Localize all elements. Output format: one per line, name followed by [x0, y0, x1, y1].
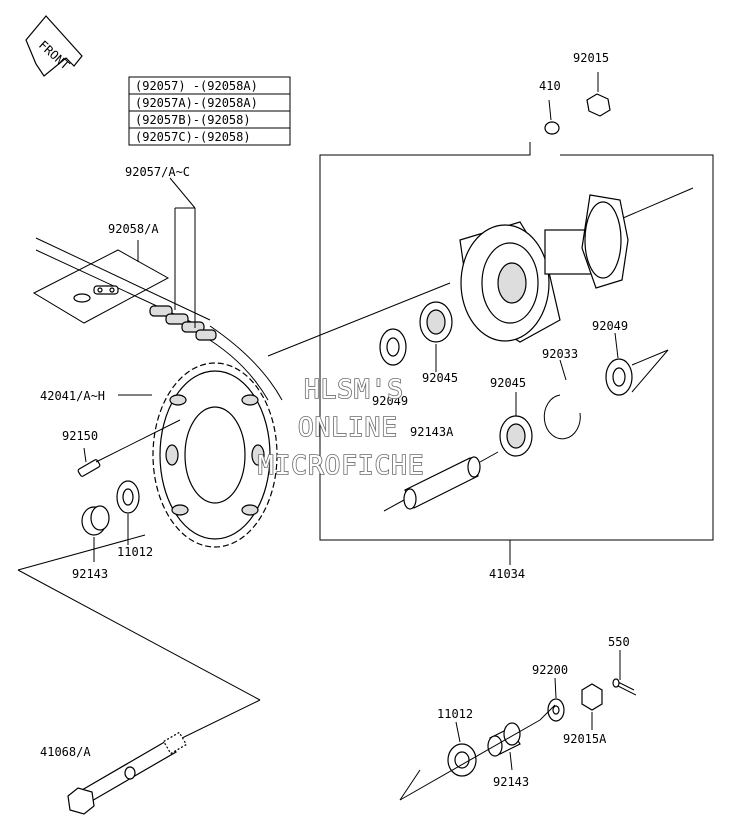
part-label-42041: 42041/A~H	[40, 389, 105, 403]
part-label-92150: 92150	[62, 429, 98, 443]
part-label-92058: 92058/A	[108, 222, 159, 236]
part-label-92200: 92200	[532, 663, 568, 677]
part-label-92057: 92057/A~C	[125, 165, 190, 179]
rear-sprocket-icon	[152, 362, 278, 548]
drive-chain	[32, 207, 283, 401]
part-label-92143A: 92143A	[410, 425, 454, 439]
part-label-410: 410	[539, 79, 561, 93]
part-label-11012-left: 11012	[117, 545, 153, 559]
chain-links-icon	[149, 305, 217, 341]
part-label-92143-left: 92143	[72, 567, 108, 581]
part-label-92045-lower: 92045	[490, 376, 526, 390]
watermark-line-3: MICROFICHE	[258, 451, 425, 481]
watermark-line-2: ONLINE	[298, 413, 398, 443]
axle-washer-icon	[547, 698, 565, 722]
link-reference-table: (92057) -(92058A) (92057A)-(92058A) (920…	[128, 76, 291, 146]
hub-spacer-icon	[383, 451, 499, 512]
right-oil-seal-icon	[605, 349, 669, 396]
part-label-92045-upper: 92045	[422, 371, 458, 385]
part-label-11012-right: 11012	[437, 707, 473, 721]
cotter-pin-icon	[612, 678, 637, 696]
part-label-550: 550	[608, 635, 630, 649]
link-table-row: (92057A)-(92058A)	[135, 96, 258, 110]
axle-nut-icon	[581, 683, 603, 711]
part-label-92033: 92033	[542, 347, 578, 361]
upper-bearing-icon	[419, 301, 453, 343]
left-oil-seal-icon	[116, 480, 140, 514]
link-table-row: (92057B)-(92058)	[135, 113, 251, 127]
part-label-92015: 92015	[573, 51, 609, 65]
part-label-92143-right: 92143	[493, 775, 529, 789]
master-link-icon	[73, 285, 119, 303]
rear-hub-icon	[267, 187, 694, 357]
part-label-41034: 41034	[489, 567, 525, 581]
link-table-row: (92057C)-(92058)	[135, 130, 251, 144]
rear-axle-icon	[17, 534, 261, 815]
lower-bearing-icon	[499, 415, 533, 457]
circlip-icon	[543, 394, 581, 440]
part-label-41068: 41068/A	[40, 745, 91, 759]
hub-washer-icon	[544, 99, 560, 135]
part-label-92049-right: 92049	[592, 319, 628, 333]
right-oil-seal-lower-icon	[447, 743, 477, 777]
right-collar-icon	[487, 722, 521, 757]
left-oil-seal-hub-icon	[379, 328, 407, 366]
sprocket-bolt-icon	[77, 419, 181, 477]
front-arrow-icon: FRONT	[25, 15, 83, 77]
part-label-92015A: 92015A	[563, 732, 607, 746]
hub-nut-icon	[586, 72, 611, 117]
watermark: HLSM'S ONLINE MICROFICHE	[257, 374, 425, 482]
watermark-line-1: HLSM'S	[304, 375, 404, 405]
hub-assembly-box	[319, 142, 714, 565]
part-label-92049-left: 92049	[372, 394, 408, 408]
link-table-row: (92057) -(92058A)	[135, 79, 258, 93]
left-collar-icon	[81, 505, 110, 536]
